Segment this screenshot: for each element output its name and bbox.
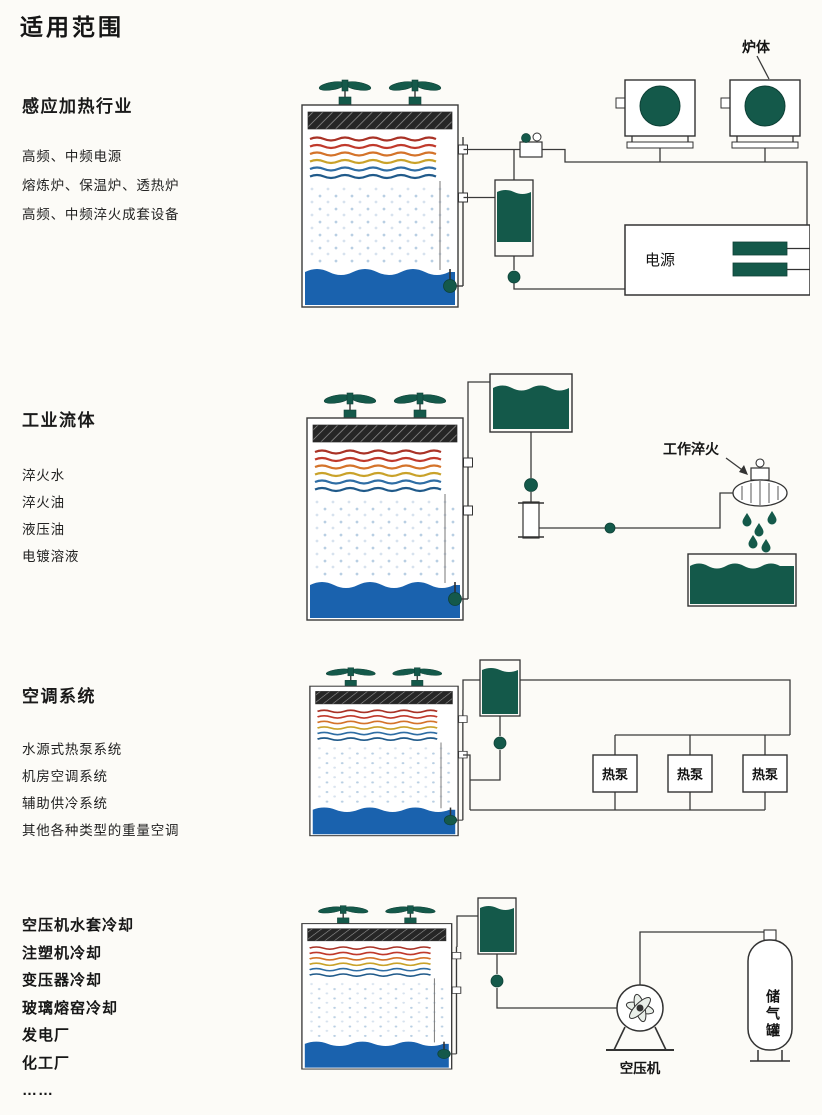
work-quench-label: 工作淬火: [663, 441, 720, 457]
list-item: 高频、中频电源: [22, 149, 123, 164]
section-2-heading: 工业流体: [22, 411, 96, 430]
pump-icon: [524, 478, 538, 492]
section-1-heading: 感应加热行业: [22, 97, 133, 116]
catch-tank: [687, 553, 797, 607]
list-item: 液压油: [22, 522, 65, 537]
heat-pump-box: 热泵: [667, 754, 713, 793]
heat-pump-label: 热泵: [752, 767, 778, 782]
list-item: 变压器冷却: [22, 972, 103, 989]
pipes: [467, 381, 746, 529]
list-item: 注塑机冷却: [22, 944, 103, 962]
water-tank: [489, 373, 573, 433]
list-item: 熔炼炉、保温炉、透热炉: [22, 178, 180, 193]
section-1-items: 高频、中频电源 熔炼炉、保温炉、透热炉 高频、中频淬火成套设备: [22, 142, 179, 229]
heat-pump-label: 热泵: [602, 767, 628, 782]
water-tank: [479, 659, 521, 717]
pipes: [462, 679, 791, 811]
list-item: 辅助供冷系统: [22, 796, 108, 811]
cooling-tower: [308, 666, 469, 837]
water-tank: [477, 897, 517, 955]
section-2-items: 淬火水 淬火油 液压油 电镀溶液: [22, 462, 79, 570]
pump-icon: [604, 522, 616, 534]
cooling-tower: [300, 78, 469, 309]
furnace-unit: [720, 79, 801, 149]
liquid-drops: [742, 511, 777, 553]
power-supply-box: 电源: [624, 224, 810, 296]
diagram-hvac: 热泵 热泵 热泵: [308, 659, 791, 837]
air-tank-label: 储气罐: [765, 988, 781, 1040]
water-tank: [494, 179, 534, 257]
list-item: 水源式热泵系统: [22, 742, 123, 757]
pump-icon: [507, 270, 521, 284]
list-item: 发电厂: [22, 1027, 71, 1044]
diagram-air-compressor: 空压机: [300, 897, 793, 1076]
list-item: 化工厂: [22, 1054, 71, 1072]
cooling-tower: [305, 391, 474, 622]
heat-pump-box: 热泵: [592, 754, 638, 793]
list-item: 淬火油: [22, 495, 65, 510]
pipes: [463, 55, 808, 290]
list-item: 高频、中频淬火成套设备: [22, 207, 180, 222]
arrowhead: [739, 465, 748, 475]
cooling-tower: [300, 904, 462, 1071]
furnace-unit: [615, 79, 696, 149]
list-item: 淬火水: [22, 468, 65, 483]
section-4-items: 空压机水套冷却 注塑机冷却 变压器冷却 玻璃熔窑冷却 发电厂 化工厂 ……: [22, 912, 134, 1105]
page-title: 适用范围: [20, 14, 124, 40]
air-compressor-label: 空压机: [620, 1060, 661, 1076]
filter-unit: [518, 501, 544, 539]
section-3-heading: 空调系统: [22, 687, 96, 706]
air-receiver-tank: [747, 929, 793, 1062]
list-item: 玻璃熔窑冷却: [22, 999, 119, 1017]
air-compressor: [606, 984, 674, 1051]
list-item: 电镀溶液: [22, 549, 80, 564]
diagram-induction-heating: 炉体 电源: [300, 39, 810, 309]
diagram-industrial-fluids: 工作淬火: [305, 373, 797, 622]
heat-pump-box: 热泵: [742, 754, 788, 793]
list-item: 机房空调系统: [22, 769, 108, 784]
pump-icon: [493, 736, 507, 750]
list-item: ……: [22, 1082, 54, 1099]
valve-unit: [519, 132, 543, 158]
list-item: 其他各种类型的重量空调: [22, 823, 180, 838]
heat-pump-label: 热泵: [677, 767, 703, 782]
pump-icon: [490, 974, 504, 988]
section-3-items: 水源式热泵系统 机房空调系统 辅助供冷系统 其他各种类型的重量空调: [22, 736, 179, 844]
power-supply-label: 电源: [645, 252, 675, 269]
list-item: 空压机水套冷却: [22, 917, 135, 934]
furnace-label: 炉体: [742, 39, 771, 55]
rotary-quench-unit: [732, 458, 788, 507]
